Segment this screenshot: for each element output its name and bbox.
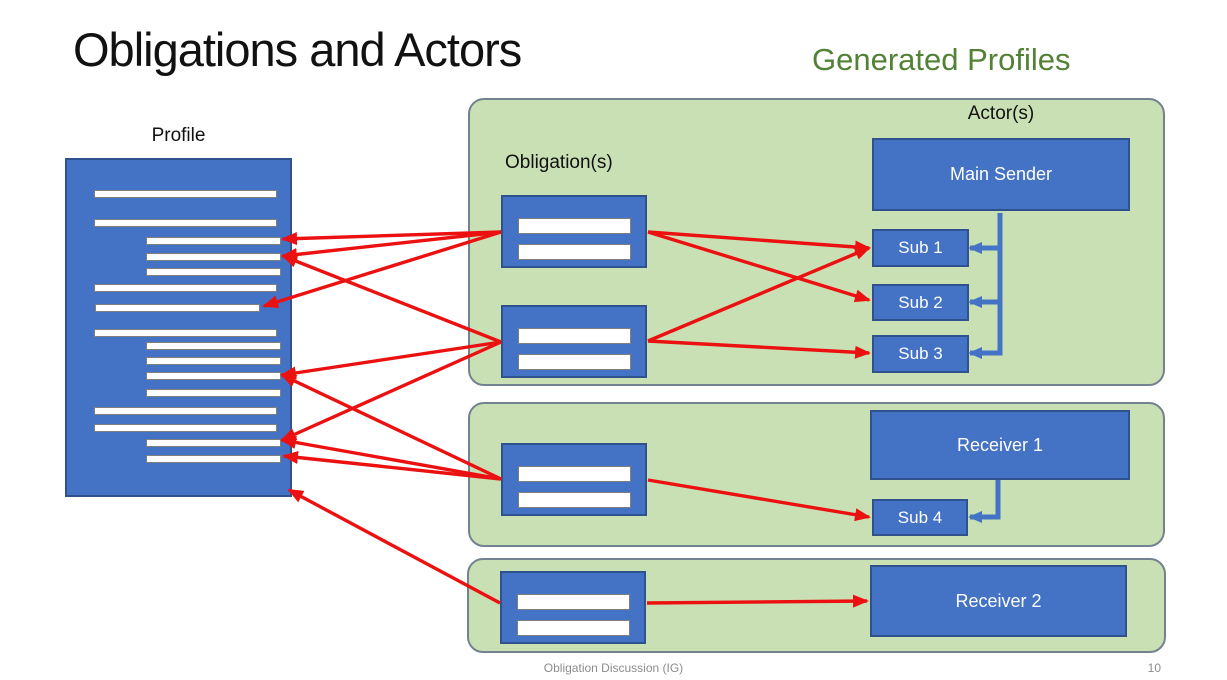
red-arrow-obligation-1-left-to-profile-line-7 <box>262 230 502 309</box>
profile-line-11 <box>146 372 281 380</box>
obligation-line <box>518 466 631 482</box>
sub-2-label: Sub 2 <box>898 292 943 312</box>
receiver-1-label: Receiver 1 <box>956 434 1044 455</box>
obligation-box-2 <box>501 305 647 378</box>
receiver-2-label: Receiver 2 <box>955 590 1042 611</box>
page-number: 10 <box>1147 661 1161 675</box>
obligation-line <box>518 244 631 260</box>
sub-4-box: Sub 4 <box>872 499 968 536</box>
footer-text: Obligation Discussion (IG) <box>543 661 684 675</box>
profile-line-6 <box>94 284 277 292</box>
profile-line-14 <box>94 424 277 432</box>
profile-line-2 <box>94 219 277 227</box>
sub-1-label: Sub 1 <box>898 238 943 257</box>
profile-line-1 <box>94 190 277 198</box>
main-sender-box: Main Sender <box>872 138 1130 211</box>
profile-document <box>65 158 292 497</box>
sub-3-label: Sub 3 <box>898 344 943 363</box>
profile-line-10 <box>146 357 281 365</box>
obligations-label: Obligation(s) <box>505 152 613 173</box>
slide-subtitle: Generated Profiles <box>812 42 1071 77</box>
obligation-box-4 <box>500 571 646 644</box>
slide-title: Obligations and Actors <box>73 23 522 76</box>
profile-line-13 <box>94 407 277 415</box>
profile-line-16 <box>146 455 281 463</box>
obligation-line <box>518 354 631 370</box>
profile-line-4 <box>146 253 281 261</box>
obligation-line <box>518 492 631 508</box>
actors-label: Actor(s) <box>967 103 1035 124</box>
obligation-box-1 <box>501 195 647 268</box>
obligation-line <box>518 328 631 344</box>
obligation-line <box>517 594 630 610</box>
sub-3-box: Sub 3 <box>872 335 969 373</box>
profile-line-7 <box>95 304 260 312</box>
sub-4-label: Sub 4 <box>897 507 943 527</box>
receiver-1-box: Receiver 1 <box>870 410 1130 480</box>
obligation-box-3 <box>501 443 647 516</box>
profile-line-9 <box>146 342 281 350</box>
profile-line-12 <box>146 389 281 397</box>
sub-2-box: Sub 2 <box>872 284 969 321</box>
obligation-line <box>517 620 630 636</box>
profile-line-8 <box>94 329 277 337</box>
profile-label: Profile <box>151 125 206 146</box>
receiver-2-box: Receiver 2 <box>870 565 1127 637</box>
profile-line-15 <box>146 439 281 447</box>
sub-1-box: Sub 1 <box>872 229 969 267</box>
profile-line-5 <box>146 268 281 276</box>
obligation-line <box>518 218 631 234</box>
main-sender-label: Main Sender <box>949 164 1053 184</box>
profile-line-3 <box>146 237 281 245</box>
